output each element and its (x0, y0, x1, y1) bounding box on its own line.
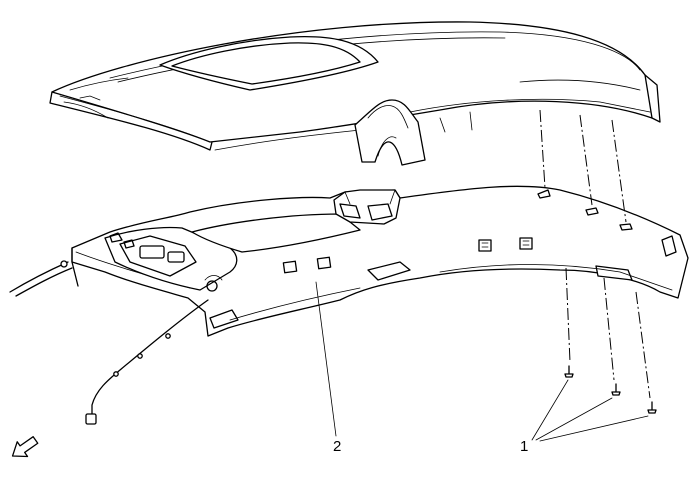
leader-line (539, 415, 649, 442)
headliner (71, 185, 689, 337)
alignment-line (603, 277, 615, 381)
alignment-line (579, 114, 593, 206)
leader-line (315, 281, 337, 437)
alignment-line (539, 109, 546, 189)
leader-line (535, 397, 613, 441)
alignment-line (611, 119, 627, 223)
push-pin-retainer (611, 383, 621, 396)
leader-line (531, 379, 569, 441)
push-pin-retainer (564, 365, 574, 378)
alignment-line (565, 267, 571, 363)
wiring-harness (9, 260, 209, 425)
callout-label-fasteners: 1 (520, 438, 528, 455)
callout-label-headliner: 2 (333, 438, 341, 455)
push-pin-retainer (647, 401, 657, 414)
alignment-line (635, 291, 651, 399)
front-direction-arrow-icon (11, 436, 39, 458)
fasteners (531, 109, 657, 442)
roof-panel (49, 21, 661, 166)
